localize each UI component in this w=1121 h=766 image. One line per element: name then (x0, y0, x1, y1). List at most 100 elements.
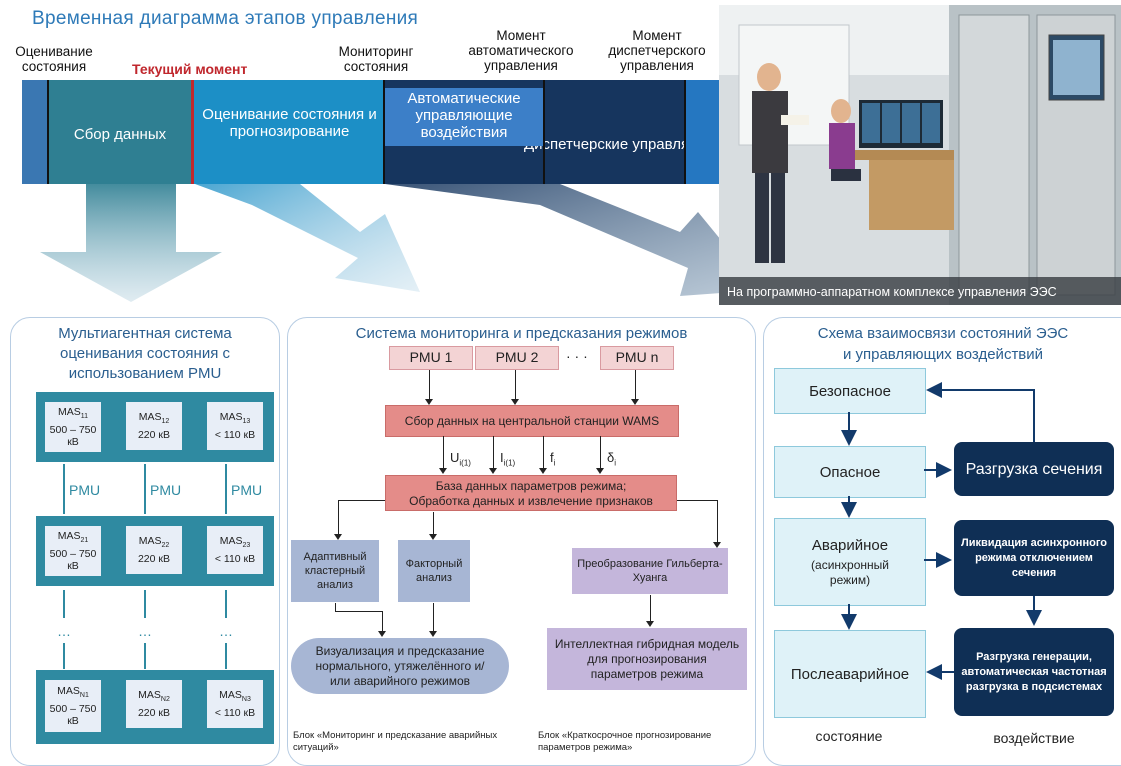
arrow-to-states (385, 184, 762, 296)
row-link-1 (63, 590, 65, 618)
connector (677, 500, 717, 501)
panel-monitoring: Система мониторинга и предсказания режим… (287, 317, 756, 766)
segment-dispatch-label: Диспетчерские управляющие воздействия (524, 136, 821, 153)
var-f-label: fi (550, 450, 556, 468)
panel-multiagent-title-1: Мультиагентная система (58, 325, 232, 342)
pmu-1-box[interactable]: PMU 1 (389, 346, 473, 370)
row-link-5 (144, 643, 146, 669)
row-link-2 (144, 590, 146, 618)
connector (493, 436, 494, 470)
tick-estimation (47, 80, 49, 184)
mas-agent-13[interactable]: MAS13< 110 кВ (207, 402, 263, 450)
action-generation-unload[interactable]: Разгрузка генерации, автоматическая част… (954, 628, 1114, 716)
diagram-title: Временная диаграмма этапов управления (32, 8, 419, 29)
label-dispatch-control-moment: Момент диспетчерского управления (608, 28, 706, 73)
var-i-label: Ii(1) (500, 450, 516, 468)
segment-data-collection-label: Сбор данных (73, 126, 167, 143)
mas-agent-n3[interactable]: MASN3< 110 кВ (207, 680, 263, 728)
state-emergency[interactable]: Аварийное (асинхронный режим) (774, 518, 926, 606)
tick-dispatch-control (684, 80, 686, 184)
state-emergency-label: Аварийное (811, 536, 889, 554)
action-liquidation[interactable]: Ликвидация асинхронного режима отключени… (954, 520, 1114, 596)
connector (433, 512, 434, 536)
control-room-illustration (719, 5, 1121, 305)
var-delta-label: δi (607, 450, 617, 468)
connector (543, 436, 544, 470)
block-caption-forecasting: Блок «Краткосрочное прогнозирование пара… (538, 730, 712, 753)
connector (433, 603, 434, 633)
pmu-ellipsis: · · · (566, 348, 588, 364)
arrow-down (378, 631, 386, 637)
segment-estimation-label: Оценивание состояния и прогнозирование (202, 106, 377, 140)
panel-multiagent-title-3: использованием PMU (68, 365, 222, 382)
arrow-down (334, 534, 342, 540)
arrow-to-monitoring (195, 184, 420, 292)
connector (635, 370, 636, 400)
wams-box[interactable]: Сбор данных на центральной станции WAMS (385, 405, 679, 437)
connector (382, 611, 383, 633)
connector (443, 436, 444, 470)
hybrid-model-box[interactable]: Интеллектная гибридная модель для прогно… (547, 628, 747, 690)
connector (717, 500, 718, 544)
state-post-emergency[interactable]: Послеаварийное (774, 630, 926, 718)
panel-monitoring-title: Система мониторинга и предсказания режим… (355, 325, 688, 342)
tick-monitoring (383, 80, 385, 184)
arrow-down (429, 534, 437, 540)
cluster-analysis-box[interactable]: Адаптивный кластерный анализ (291, 540, 379, 602)
var-u-label: Ui(1) (450, 450, 471, 468)
state-dangerous[interactable]: Опасное (774, 446, 926, 498)
arrow-down (511, 399, 519, 405)
hilbert-huang-box[interactable]: Преобразование Гильберта-Хуанга (572, 548, 728, 594)
pmu-link-2 (144, 464, 146, 514)
row-link-6 (225, 643, 227, 669)
connector (338, 500, 385, 501)
panel-multiagent: Мультиагентная система оценивания состоя… (10, 317, 280, 766)
factor-analysis-box[interactable]: Факторный анализ (398, 540, 470, 602)
segment-auto-actions-label: Автоматические управляющие воздействия (407, 90, 521, 141)
action-unload-section[interactable]: Разгрузка сечения (954, 442, 1114, 496)
panel-multiagent-title-2: оценивания состояния с (60, 345, 230, 362)
pmu-2-box[interactable]: PMU 2 (475, 346, 559, 370)
pmu-label-3: PMU (231, 482, 263, 498)
connector (515, 370, 516, 400)
connector (429, 370, 430, 400)
ellipsis-2: … (138, 623, 153, 639)
panel-states-title-1: Схема взаимосвязи состояний ЭЭС (817, 325, 1069, 342)
control-room-photo: На программно-аппаратном комплексе управ… (719, 5, 1121, 305)
footer-state-label: состояние (815, 728, 883, 744)
mas-agent-23[interactable]: MAS23< 110 кВ (207, 526, 263, 574)
tick-current-moment (191, 80, 194, 184)
arrow-to-mas (40, 184, 222, 302)
pmu-link-3 (225, 464, 227, 514)
row-link-3 (225, 590, 227, 618)
arrow-down (646, 621, 654, 627)
arrow-right (103, 545, 123, 553)
arrow-right (103, 421, 123, 429)
block-caption-monitoring: Блок «Мониторинг и предсказание аварийны… (293, 730, 498, 753)
state-emergency-note: (асинхронный режим) (811, 557, 889, 587)
arrow-down (429, 631, 437, 637)
state-flow-arrows (841, 382, 1042, 680)
pmu-label-1: PMU (69, 482, 101, 498)
segment-estimation: Оценивание состояния и прогнозирование (192, 80, 384, 184)
database-box[interactable]: База данных параметров режима; Обработка… (385, 475, 677, 511)
arrow-down (713, 542, 721, 548)
arrow-down (425, 399, 433, 405)
arrow-right (184, 421, 204, 429)
database-line-1: База данных параметров режима; (435, 479, 627, 493)
pmu-link-1 (63, 464, 65, 514)
pmu-n-box[interactable]: PMU n (600, 346, 674, 370)
row-link-4 (63, 643, 65, 669)
visualization-box[interactable]: Визуализация и предсказание нормального,… (291, 638, 509, 694)
arrow-down (631, 399, 639, 405)
panel-states: Схема взаимосвязи состояний ЭЭС и управл… (763, 317, 1121, 766)
arrow-down (596, 468, 604, 474)
